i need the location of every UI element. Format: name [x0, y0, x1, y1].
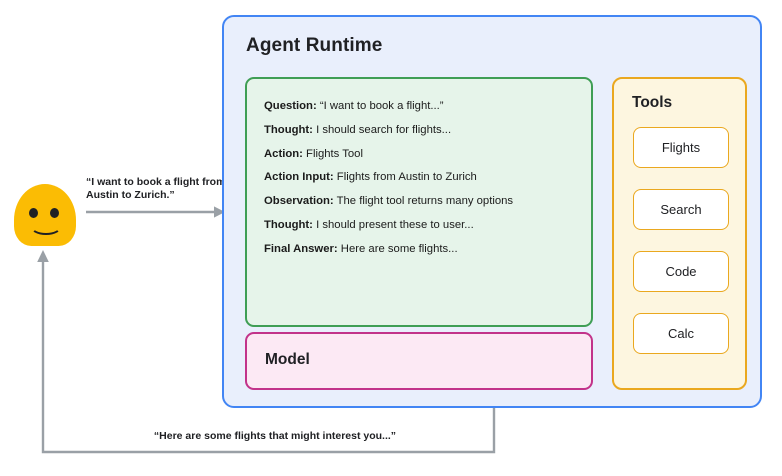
trace-line-key: Thought: — [264, 123, 313, 136]
trace-line-key: Action Input: — [264, 171, 334, 184]
model-label: Model — [265, 351, 310, 368]
trace-line-key: Action: — [264, 147, 303, 160]
user-avatar — [14, 184, 76, 246]
trace-line-value: Flights Tool — [306, 147, 363, 160]
smiley-left-eye-icon — [29, 208, 38, 218]
trace-line-value: I should present these to user... — [316, 218, 474, 231]
tool-button-code[interactable]: Code — [633, 251, 729, 292]
reasoning-trace-box: Question: “I want to book a flight...” T… — [245, 77, 593, 327]
trace-line-value: “I want to book a flight...” — [319, 100, 444, 112]
tool-button-label: Search — [660, 202, 702, 217]
trace-line-value: I should search for flights... — [316, 123, 452, 136]
trace-line: Thought: I should search for flights... — [264, 119, 577, 143]
agent-runtime-panel: Agent Runtime Question: “I want to book … — [222, 15, 762, 408]
smiley-mouth-icon — [30, 217, 62, 235]
user-to-agent-arrow-icon — [86, 206, 225, 218]
tool-button-label: Code — [665, 264, 697, 279]
agent-response-caption: “Here are some flights that might intere… — [153, 430, 397, 442]
trace-line: Observation: The flight tool returns man… — [264, 190, 577, 214]
tools-list: Flights Search Code Calc — [633, 127, 729, 354]
trace-line-value: Flights from Austin to Zurich — [336, 171, 477, 184]
model-box: Model — [245, 332, 593, 390]
trace-line: Question: “I want to book a flight...” — [264, 95, 577, 119]
trace-line: Final Answer: Here are some flights... — [264, 238, 577, 262]
trace-line-key: Thought: — [264, 218, 313, 231]
tool-button-search[interactable]: Search — [633, 189, 729, 230]
user-request-caption: “I want to book a flight from Austin to … — [86, 176, 226, 201]
tool-button-calc[interactable]: Calc — [633, 313, 729, 354]
tool-button-label: Calc — [667, 326, 694, 341]
tool-button-label: Flights — [661, 140, 701, 155]
trace-line-key: Observation: — [264, 195, 334, 208]
smiley-right-eye-icon — [50, 208, 59, 218]
trace-line-key: Final Answer: — [264, 242, 338, 255]
trace-line: Action: Flights Tool — [264, 143, 577, 167]
tools-title: Tools — [632, 94, 673, 111]
trace-line: Thought: I should present these to user.… — [264, 214, 577, 238]
tool-button-flights[interactable]: Flights — [633, 127, 729, 168]
trace-line-value: Here are some flights... — [340, 242, 458, 255]
tools-panel: Tools Flights Search Code Calc — [612, 77, 747, 390]
trace-line-value: The flight tool returns many options — [336, 195, 514, 208]
smiley-blob-icon — [14, 184, 76, 246]
trace-line: Action Input: Flights from Austin to Zur… — [264, 166, 577, 190]
agent-runtime-title: Agent Runtime — [246, 35, 383, 56]
trace-line-key: Question: — [264, 100, 317, 112]
